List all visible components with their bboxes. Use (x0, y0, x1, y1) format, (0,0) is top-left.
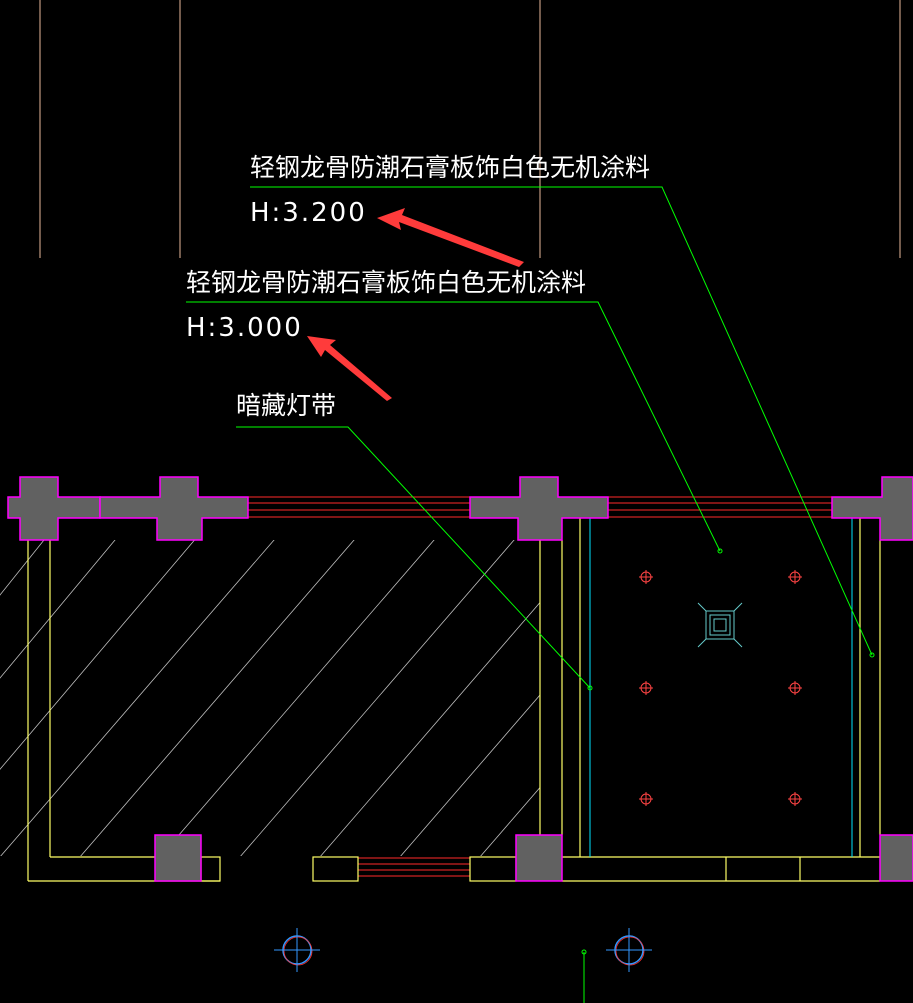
column (154, 834, 202, 882)
lower-ceiling-material-label: 轻钢龙骨防潮石膏板饰白色无机涂料 (186, 268, 586, 297)
downlight-icon (788, 792, 802, 806)
column (99, 476, 249, 541)
hatch-pattern (0, 540, 540, 856)
window-top-right (608, 496, 832, 518)
axis-markers (274, 928, 652, 972)
leader-light-strip (236, 426, 591, 689)
column (7, 476, 101, 541)
downlight-icon (788, 681, 802, 695)
downlights (639, 570, 802, 806)
ceiling-diffuser-icon (697, 602, 743, 648)
column (879, 834, 913, 882)
upper-ceiling-height-label: H:3.200 (250, 198, 367, 228)
downlight-icon (639, 681, 653, 695)
upper-guide-lines (39, 0, 901, 258)
lower-ceiling-height-label: H:3.000 (186, 313, 303, 343)
window-top-left (248, 496, 470, 518)
wall-lines (27, 518, 899, 882)
axis-marker-icon (606, 928, 652, 972)
column (515, 834, 563, 882)
upper-ceiling-material-label: 轻钢龙骨防潮石膏板饰白色无机涂料 (250, 153, 650, 182)
leader-lines (186, 186, 873, 1003)
downlight-icon (639, 792, 653, 806)
column (831, 476, 913, 541)
leader-lower-ceiling (186, 301, 721, 552)
axis-marker-icon (274, 928, 320, 972)
window-bottom (358, 857, 470, 877)
light-strip-lines (589, 518, 853, 857)
annotation-arrows (307, 208, 524, 401)
red-arrow-icon (377, 208, 524, 267)
red-arrow-icon (307, 336, 392, 401)
light-strip-label: 暗藏灯带 (236, 391, 336, 420)
columns (7, 476, 913, 882)
downlight-icon (788, 570, 802, 584)
leader-upper-ceiling (250, 186, 873, 656)
downlight-icon (639, 570, 653, 584)
leader-endpoints (581, 548, 875, 955)
column (469, 476, 609, 541)
